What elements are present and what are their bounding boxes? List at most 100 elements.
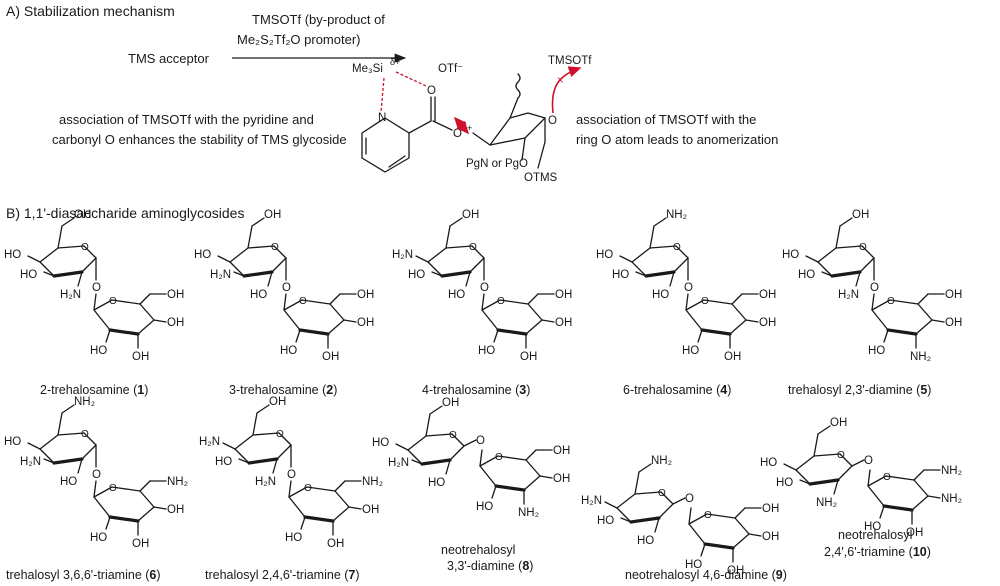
caption-compound-8-line2: 3,3'-diamine (8) [447, 559, 533, 573]
section-b-title: B) 1,1'-diasaccharide aminoglycosides [6, 205, 244, 221]
ring-oxygen: O [859, 242, 867, 253]
group-c4: OH [555, 317, 572, 329]
group-c4: H₂N [199, 436, 220, 448]
ring-oxygen: O [673, 242, 681, 253]
group-c6: NH₂ [941, 465, 962, 477]
group-c3: OH [724, 351, 741, 363]
group-c2: HO [476, 501, 493, 513]
group-c6: OH [167, 289, 184, 301]
ring-oxygen: O [883, 472, 891, 483]
caption-compound-7: trehalosyl 2,4,6'-triamine (7) [205, 568, 360, 582]
group-c4: OH [553, 473, 570, 485]
group-c3: H₂N [388, 457, 409, 469]
ring-oxygen: O [109, 296, 117, 307]
group-c6: NH₂ [666, 209, 687, 221]
tmsotf-label: TMSOTf [548, 55, 592, 67]
group-c6: NH₂ [651, 455, 672, 467]
group-c6: OH [759, 289, 776, 301]
group-c3: NH₂ [910, 351, 931, 363]
ester-o-label: O [453, 128, 462, 140]
group-c2: HO [428, 477, 445, 489]
pgn-pgo-label: PgN or PgO [466, 158, 528, 170]
group-c2: HO [448, 289, 465, 301]
left-note-line1: association of TMSOTf with the pyridine … [59, 112, 314, 127]
ring-oxygen: O [495, 452, 503, 463]
group-c6: OH [74, 209, 91, 221]
group-c4: OH [945, 317, 962, 329]
caption-compound-10-line1: neotrehalosyl [838, 528, 912, 542]
group-c2: HO [685, 559, 702, 571]
group-c2: H₂N [60, 289, 81, 301]
group-c4: HO [194, 249, 211, 261]
group-c6: OH [553, 445, 570, 457]
ring-oxygen: O [497, 296, 505, 307]
group-c4: H₂N [392, 249, 413, 261]
glycosidic-oxygen: O [476, 435, 485, 447]
glycosidic-oxygen: O [864, 455, 873, 467]
caption-compound-1: 2-trehalosamine (1) [40, 383, 148, 397]
group-c4: NH₂ [941, 493, 962, 505]
group-c3: OH [132, 538, 149, 550]
otms-label: OTMS [524, 172, 558, 184]
ring-oxygen: O [304, 483, 312, 494]
ring-oxygen: O [701, 296, 709, 307]
group-c3: OH [327, 538, 344, 550]
group-c3: HO [798, 269, 815, 281]
group-c4: HO [760, 457, 777, 469]
caption-compound-4: 6-trehalosamine (4) [623, 383, 731, 397]
group-c2: H₂N [255, 476, 276, 488]
group-c6: OH [357, 289, 374, 301]
group-c4: HO [782, 249, 799, 261]
group-c2: HO [652, 289, 669, 301]
ring-oxygen: O [837, 450, 845, 461]
group-c6: OH [555, 289, 572, 301]
group-c6: NH₂ [74, 396, 95, 408]
group-c2: HO [478, 345, 495, 357]
group-c3: OH [322, 351, 339, 363]
group-c2: HO [868, 345, 885, 357]
compound-structures: OOHHOHOH₂NOOOHOHOHHOOOHHOH₂NHOOOOHOHOHHO… [4, 209, 962, 577]
caption-compound-10-line2: 2,4',6'-triamine (10) [824, 545, 931, 559]
group-c3: HO [776, 477, 793, 489]
group-c4: OH [759, 317, 776, 329]
group-c2: HO [250, 289, 267, 301]
tms-acceptor-label: TMS acceptor [128, 51, 210, 66]
ring-o-label: O [548, 115, 557, 127]
group-c6: OH [762, 503, 779, 515]
group-c4: HO [596, 249, 613, 261]
group-c6: OH [442, 397, 459, 409]
ring-oxygen: O [81, 242, 89, 253]
group-c2: H₂N [838, 289, 859, 301]
glycosidic-oxygen: O [92, 469, 101, 481]
group-c2: HO [864, 521, 881, 533]
arrow-label-line2: Me₂S₂Tf₂O promoter) [237, 32, 361, 47]
group-c3: H₂N [20, 456, 41, 468]
group-c4: HO [4, 436, 21, 448]
me3si-label: Me₃Si [352, 63, 383, 75]
ring-oxygen: O [658, 488, 666, 499]
group-c6: NH₂ [362, 476, 383, 488]
glycosidic-oxygen: O [282, 282, 291, 294]
group-c3: OH [906, 527, 923, 539]
ring-oxygen: O [109, 483, 117, 494]
svg-text:×: × [557, 75, 564, 87]
caption-compound-5: trehalosyl 2,3'-diamine (5) [788, 383, 931, 397]
group-c2: HO [682, 345, 699, 357]
group-c4: OH [167, 504, 184, 516]
caption-compound-2: 3-trehalosamine (2) [229, 383, 337, 397]
group-c6: NH₂ [167, 476, 188, 488]
glycosidic-oxygen: O [870, 282, 879, 294]
ring-oxygen: O [449, 430, 457, 441]
caption-compound-3: 4-trehalosamine (3) [422, 383, 530, 397]
group-c3: HO [408, 269, 425, 281]
group-c2: HO [637, 535, 654, 547]
group-c6: OH [945, 289, 962, 301]
